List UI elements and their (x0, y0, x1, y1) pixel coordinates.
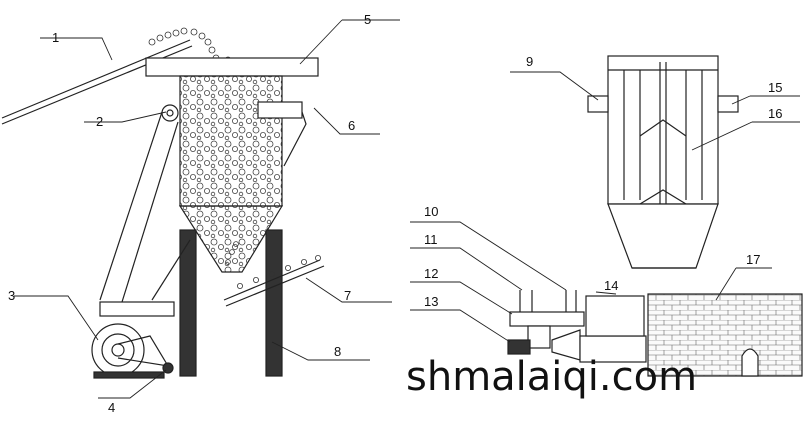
callout-15: 15 (768, 80, 782, 95)
callout-5: 5 (364, 12, 371, 27)
callout-14: 14 (604, 278, 618, 293)
callout-7: 7 (344, 288, 351, 303)
callout-11: 11 (424, 232, 438, 247)
callout-3: 3 (8, 288, 15, 303)
callout-10: 10 (424, 204, 438, 219)
callout-4: 4 (108, 400, 115, 415)
right-apparatus (507, 55, 803, 377)
callout-labels: 1 2 3 4 5 6 7 8 9 10 11 12 13 14 15 16 1… (8, 12, 782, 415)
callout-13: 13 (424, 294, 438, 309)
left-apparatus (1, 27, 325, 379)
callout-1: 1 (52, 30, 59, 45)
callout-8: 8 (334, 344, 341, 359)
callout-17: 17 (746, 252, 760, 267)
callout-12: 12 (424, 266, 438, 281)
callout-9: 9 (526, 54, 533, 69)
watermark-text: shmalaiqi.com (406, 354, 697, 400)
callout-16: 16 (768, 106, 782, 121)
callout-6: 6 (348, 118, 355, 133)
leader-lines (14, 19, 800, 399)
callout-2: 2 (96, 114, 103, 129)
